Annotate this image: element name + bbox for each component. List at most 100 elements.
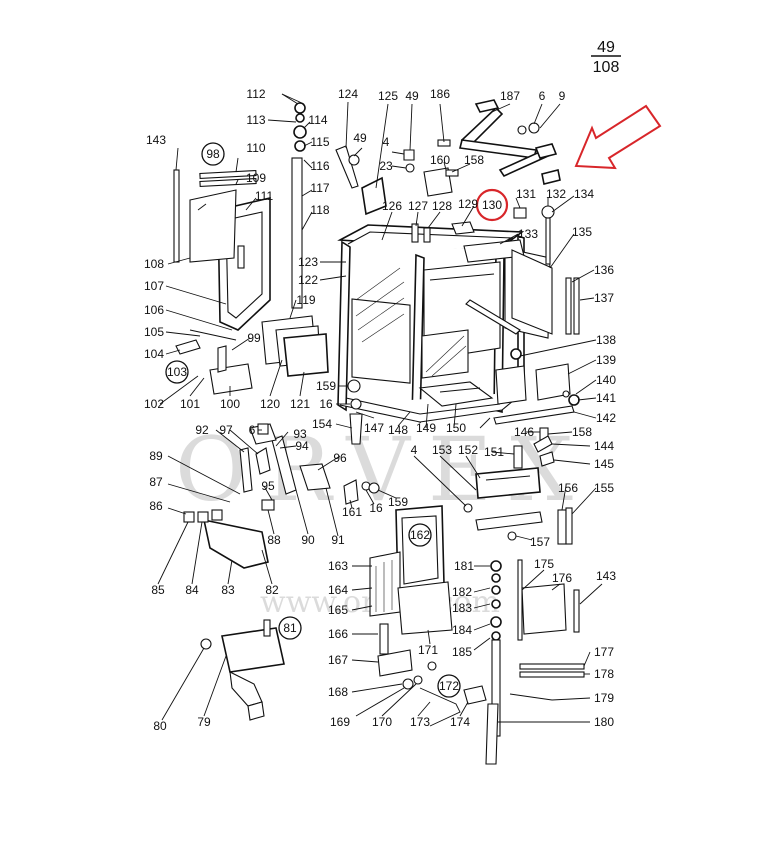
- callout-91: 91: [331, 533, 345, 547]
- callout-165: 165: [328, 603, 348, 617]
- callout-138: 138: [596, 333, 616, 347]
- callout-158: 158: [464, 153, 484, 167]
- callout-79: 79: [197, 715, 211, 729]
- callout-92: 92: [195, 423, 209, 437]
- callout-104: 104: [144, 347, 164, 361]
- callout-150: 150: [446, 421, 466, 435]
- callout-95: 95: [261, 479, 275, 493]
- callout-144: 144: [594, 439, 614, 453]
- bottom-housing: [200, 619, 285, 721]
- callout-131: 131: [516, 187, 536, 201]
- callout-101: 101: [180, 397, 200, 411]
- callout-130: 130: [482, 198, 502, 212]
- callout-82: 82: [265, 583, 279, 597]
- callout-174: 174: [450, 715, 470, 729]
- callout-123: 123: [298, 255, 318, 269]
- callout-148: 148: [388, 423, 408, 437]
- callout-145: 145: [594, 457, 614, 471]
- callout-187: 187: [500, 89, 520, 103]
- callout-176: 176: [552, 571, 572, 585]
- callout-83: 83: [221, 583, 235, 597]
- callout-185: 185: [452, 645, 472, 659]
- callout-122: 122: [298, 273, 318, 287]
- callout-87: 87: [149, 475, 163, 489]
- callout-147: 147: [364, 421, 384, 435]
- callout-110: 110: [246, 141, 265, 155]
- pedal-assembly: [459, 99, 561, 185]
- callout-134: 134: [574, 187, 594, 201]
- callout-129: 129: [458, 197, 478, 211]
- callout-179: 179: [594, 691, 614, 705]
- callout-49b: 49: [353, 131, 367, 145]
- callout-137: 137: [594, 291, 614, 305]
- callout-102: 102: [144, 397, 164, 411]
- callout-9: 9: [559, 89, 566, 103]
- circled-ref-labels: 98 103 162 81 172: [167, 147, 459, 693]
- callout-169: 169: [330, 715, 350, 729]
- callout-80: 80: [153, 719, 167, 733]
- callout-183: 183: [452, 601, 472, 615]
- callout-124: 124: [338, 87, 358, 101]
- callout-177: 177: [594, 645, 614, 659]
- shaft-assembly: [249, 379, 363, 445]
- callout-152: 152: [458, 443, 478, 457]
- callout-114: 114: [308, 113, 327, 127]
- callout-168: 168: [328, 685, 348, 699]
- callout-108: 108: [144, 257, 164, 271]
- callout-84: 84: [185, 583, 199, 597]
- callout-99: 99: [247, 331, 261, 345]
- page-number-top: 49: [597, 39, 615, 56]
- callout-180: 180: [594, 715, 614, 729]
- callout-113: 113: [246, 113, 265, 127]
- lower-right-parts: [493, 348, 580, 467]
- callout-158b: 158: [572, 425, 592, 439]
- callout-115: 115: [310, 135, 329, 149]
- callout-94: 94: [295, 439, 309, 453]
- callout-142: 142: [596, 411, 616, 425]
- callout-labels: 112 113 114 115 116 117 118 124 125 49 1…: [144, 87, 616, 733]
- callout-107: 107: [144, 279, 164, 293]
- circled-refs: [165, 142, 461, 698]
- callout-90: 90: [301, 533, 315, 547]
- callout-157: 157: [530, 535, 550, 549]
- page-number-bottom: 108: [593, 59, 620, 76]
- latch-mechanism: [183, 435, 380, 569]
- callout-163: 163: [328, 559, 348, 573]
- callout-178: 178: [594, 667, 614, 681]
- callout-127: 127: [408, 199, 428, 213]
- callout-125: 125: [378, 89, 398, 103]
- page-number: 49 108: [591, 39, 621, 76]
- callout-146: 146: [514, 425, 534, 439]
- callout-160: 160: [430, 153, 450, 167]
- top-small-parts: [335, 139, 580, 335]
- callout-120: 120: [260, 397, 280, 411]
- callout-126: 126: [382, 199, 402, 213]
- callout-121: 121: [290, 397, 310, 411]
- callout-86: 86: [149, 499, 163, 513]
- callout-111: 111: [255, 189, 274, 203]
- callout-166: 166: [328, 627, 348, 641]
- callout-181: 181: [454, 559, 474, 573]
- callout-97: 97: [219, 423, 233, 437]
- callout-141: 141: [596, 391, 616, 405]
- callout-151: 151: [484, 445, 504, 459]
- callout-186: 186: [430, 87, 450, 101]
- callout-167: 167: [328, 653, 348, 667]
- callout-133: 133: [518, 227, 538, 241]
- callout-159: 159: [316, 379, 336, 393]
- callout-153: 153: [432, 443, 452, 457]
- callout-112: 112: [246, 87, 265, 101]
- callout-96: 96: [333, 451, 347, 465]
- callout-117: 117: [310, 181, 329, 195]
- callout-149: 149: [416, 421, 436, 435]
- callout-173: 173: [410, 715, 430, 729]
- callout-143b: 143: [596, 569, 616, 583]
- callout-118: 118: [310, 203, 329, 217]
- leader-lines: [157, 93, 603, 723]
- svg-text:98: 98: [206, 147, 220, 161]
- callout-159b: 159: [388, 495, 408, 509]
- callout-135: 135: [572, 225, 592, 239]
- highlight-ring: [475, 188, 509, 222]
- callout-106: 106: [144, 303, 164, 317]
